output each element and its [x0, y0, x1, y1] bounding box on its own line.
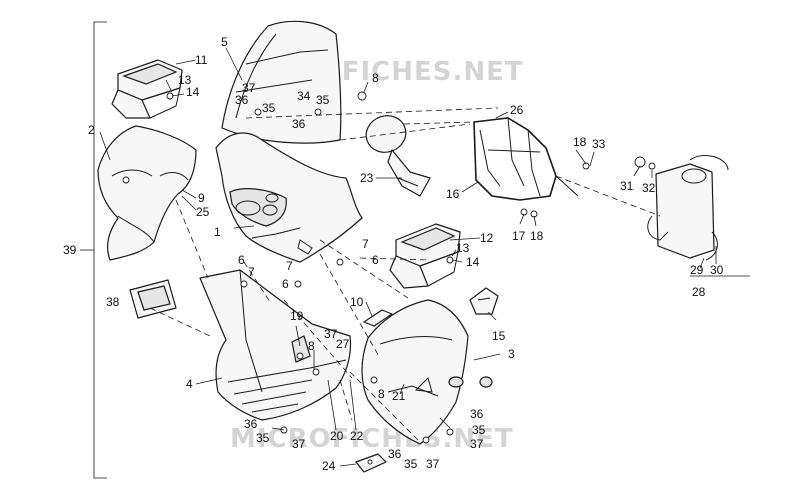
callout-19: 19	[290, 309, 304, 323]
lower-fairing	[199, 269, 352, 421]
callout-7-mid: 7	[362, 237, 369, 251]
right-glovebox	[389, 223, 461, 289]
callout-35-bottomleft: 35	[256, 431, 270, 445]
callout-28: 28	[692, 285, 706, 299]
callout-29: 29	[690, 263, 704, 277]
callout-27: 27	[336, 337, 350, 351]
callout-13-right: 13	[456, 241, 470, 255]
callout-25: 25	[196, 205, 210, 219]
callout-37-bottomright: 37	[470, 437, 484, 451]
cap	[469, 287, 499, 315]
callout-14-left: 14	[186, 85, 200, 99]
rear-view-mirror	[365, 115, 431, 197]
callout-8-mid: 8	[308, 339, 315, 353]
callout-38: 38	[106, 295, 120, 309]
upper-fairing	[215, 132, 363, 263]
callout-15: 15	[492, 329, 506, 343]
callout-2: 2	[88, 123, 95, 137]
horn-bracket-assembly	[647, 155, 729, 261]
callout-21: 21	[392, 389, 406, 403]
callout-26: 26	[510, 103, 524, 117]
callout-20: 20	[330, 429, 344, 443]
callout-23: 23	[360, 171, 374, 185]
callout-37-mid: 37	[324, 327, 338, 341]
callout-7-center: 7	[286, 259, 293, 273]
callout-10: 10	[350, 295, 364, 309]
fairing-support-frame	[473, 117, 579, 201]
callout-12: 12	[480, 231, 494, 245]
callout-13-left: 13	[178, 73, 192, 87]
callout-8-lower: 8	[378, 387, 385, 401]
callout-30: 30	[710, 263, 724, 277]
callout-6-mid: 6	[372, 253, 379, 267]
left-side-fairing	[97, 125, 197, 261]
callout-32: 32	[642, 181, 656, 195]
callout-11: 11	[195, 53, 208, 67]
callout-36-bottomright: 36	[470, 407, 484, 421]
callout-35-bottom: 35	[404, 457, 418, 471]
callout-6-left: 6	[238, 253, 245, 267]
callout-35-top: 35	[262, 101, 276, 115]
hardware	[166, 91, 656, 444]
callout-14-right: 14	[466, 255, 480, 269]
callout-37-bottom: 37	[426, 457, 440, 471]
callout-4: 4	[186, 377, 193, 391]
callout-22: 22	[350, 429, 364, 443]
callout-36-top: 36	[235, 93, 249, 107]
callout-37-top: 37	[242, 81, 256, 95]
callout-37-bottomleft: 37	[292, 437, 306, 451]
callout-9: 9	[198, 191, 205, 205]
callout-16: 16	[446, 187, 460, 201]
callout-33: 33	[592, 137, 606, 151]
callout-34: 34	[297, 89, 311, 103]
callout-36-topright: 36	[292, 117, 306, 131]
callout-39: 39	[63, 243, 77, 257]
callout-35-bottomright: 35	[472, 423, 486, 437]
left-glovebox	[111, 59, 183, 119]
callout-36-bottomleft: 36	[244, 417, 258, 431]
callout-labels: 39 5 11 13 14 2 9 25 1 37 36 35 34 35 36…	[63, 35, 724, 473]
rubber-frame	[129, 279, 177, 319]
leader-lines	[99, 47, 750, 467]
callout-5: 5	[221, 35, 228, 49]
panel	[363, 309, 393, 327]
assembly-lines	[149, 107, 661, 441]
bracket-39	[93, 21, 107, 479]
callout-18-top: 18	[573, 135, 587, 149]
callout-18-bottom: 18	[530, 229, 544, 243]
callout-7-left: 7	[248, 265, 255, 279]
callout-35-topright: 35	[316, 93, 330, 107]
callout-8-top: 8	[372, 71, 379, 85]
callout-3: 3	[508, 347, 515, 361]
callout-36-bottom: 36	[388, 447, 402, 461]
callout-31: 31	[620, 179, 634, 193]
callout-17: 17	[512, 229, 526, 243]
callout-1: 1	[214, 225, 221, 239]
windscreen	[221, 20, 342, 144]
callout-24: 24	[322, 459, 336, 473]
callout-6-center: 6	[282, 277, 289, 291]
trim-plate	[355, 453, 387, 473]
right-lower-fairing	[361, 299, 493, 445]
